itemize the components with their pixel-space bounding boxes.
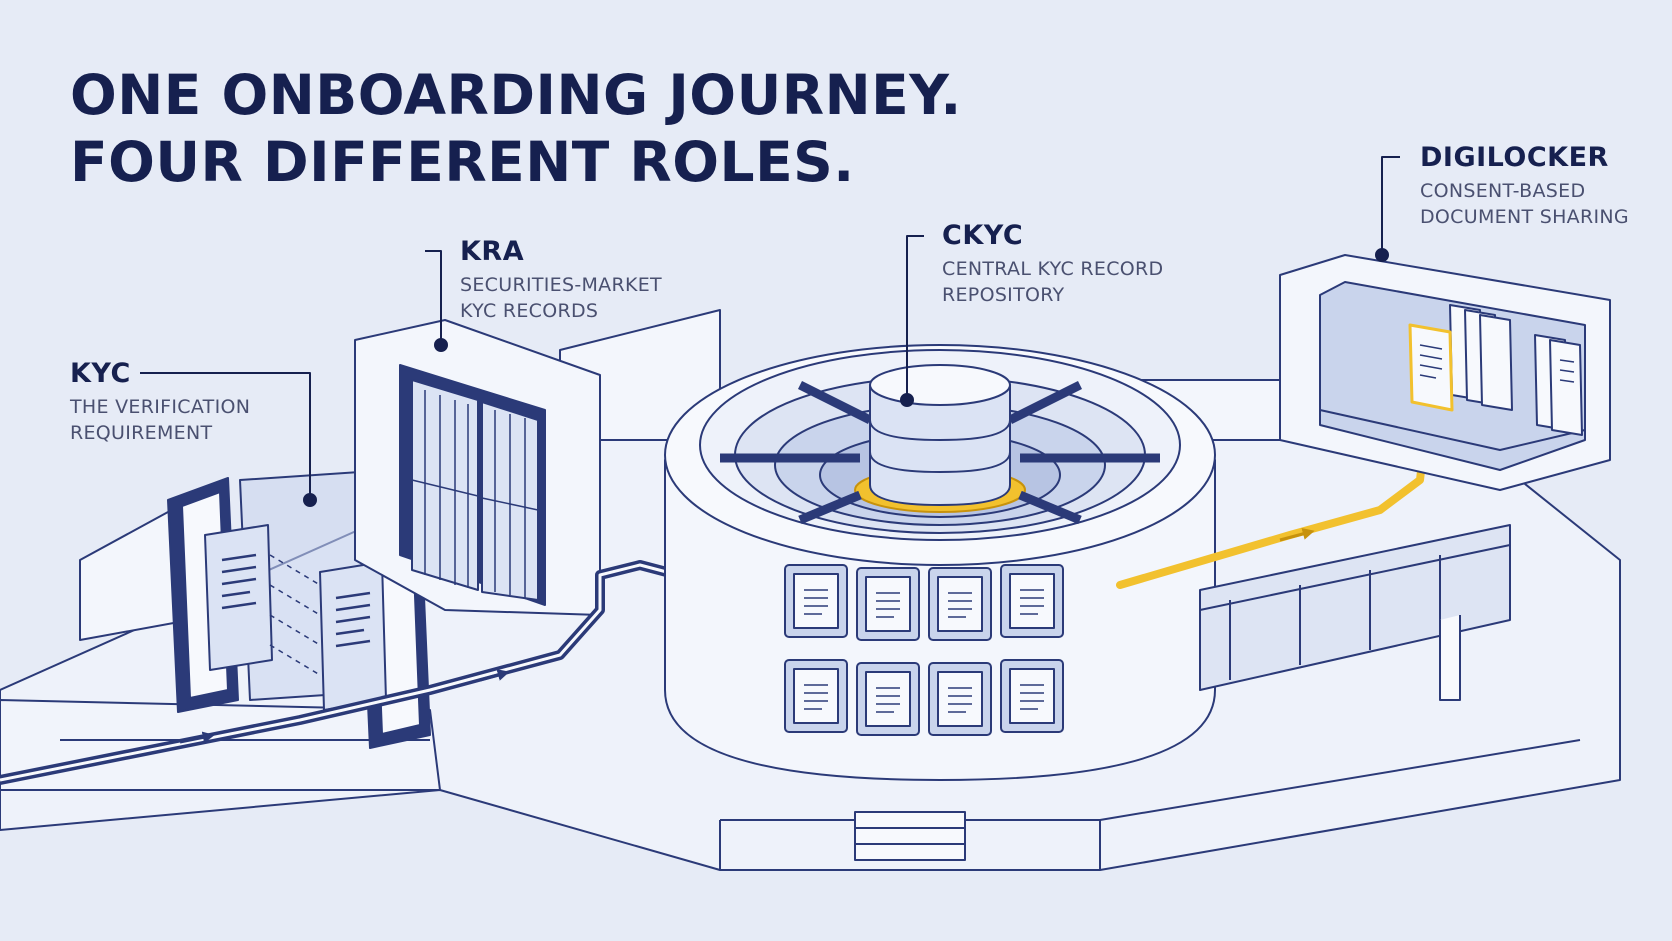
kra-leader	[425, 250, 442, 340]
kra-cabinet	[354, 319, 601, 616]
kra-callout-desc: SECURITIES-MARKET KYC RECORDS	[460, 272, 662, 324]
digilocker-leader	[1381, 156, 1400, 250]
kyc-desc-line-2: REQUIREMENT	[70, 422, 213, 444]
ckyc-desc-line-1: CENTRAL KYC RECORD	[942, 258, 1164, 280]
ckyc-callout-desc: CENTRAL KYC RECORD REPOSITORY	[942, 256, 1163, 308]
callout-leaders	[140, 156, 1400, 507]
ckyc-rotunda	[664, 344, 1216, 781]
kyc-desc-line-1: THE VERIFICATION	[70, 396, 251, 418]
digilocker-desc-line-1: CONSENT-BASED	[1420, 180, 1586, 202]
ckyc-callout: CKYC CENTRAL KYC RECORD REPOSITORY	[942, 220, 1163, 308]
kra-callout: KRA SECURITIES-MARKET KYC RECORDS	[460, 236, 662, 324]
kyc-callout-desc: THE VERIFICATION REQUIREMENT	[70, 394, 250, 446]
kyc-leader	[140, 372, 311, 495]
digilocker-vault	[1279, 254, 1611, 491]
right-building	[1199, 524, 1511, 701]
kyc-leader-dot	[303, 493, 317, 507]
digilocker-callout: DIGILOCKER CONSENT-BASED DOCUMENT SHARIN…	[1420, 142, 1629, 230]
title-line-1: ONE ONBOARDING JOURNEY.	[70, 63, 962, 127]
kra-desc-line-1: SECURITIES-MARKET	[460, 274, 662, 296]
digilocker-leader-dot	[1375, 248, 1389, 262]
ckyc-desc-line-2: REPOSITORY	[942, 284, 1065, 306]
digilocker-callout-name: DIGILOCKER	[1420, 142, 1609, 173]
digilocker-desc-line-2: DOCUMENT SHARING	[1420, 206, 1629, 228]
ckyc-leader-dot	[900, 393, 914, 407]
title-line-2: FOUR DIFFERENT ROLES.	[70, 130, 855, 194]
page-title: ONE ONBOARDING JOURNEY. FOUR DIFFERENT R…	[70, 62, 962, 196]
kra-callout-name: KRA	[460, 236, 525, 267]
kyc-callout: KYC THE VERIFICATION REQUIREMENT	[70, 358, 250, 446]
digilocker-callout-desc: CONSENT-BASED DOCUMENT SHARING	[1420, 178, 1629, 230]
ckyc-leader	[906, 235, 924, 395]
kra-desc-line-2: KYC RECORDS	[460, 300, 599, 322]
kra-leader-dot	[434, 338, 448, 352]
ckyc-callout-name: CKYC	[942, 220, 1024, 251]
kyc-callout-name: KYC	[70, 358, 131, 389]
